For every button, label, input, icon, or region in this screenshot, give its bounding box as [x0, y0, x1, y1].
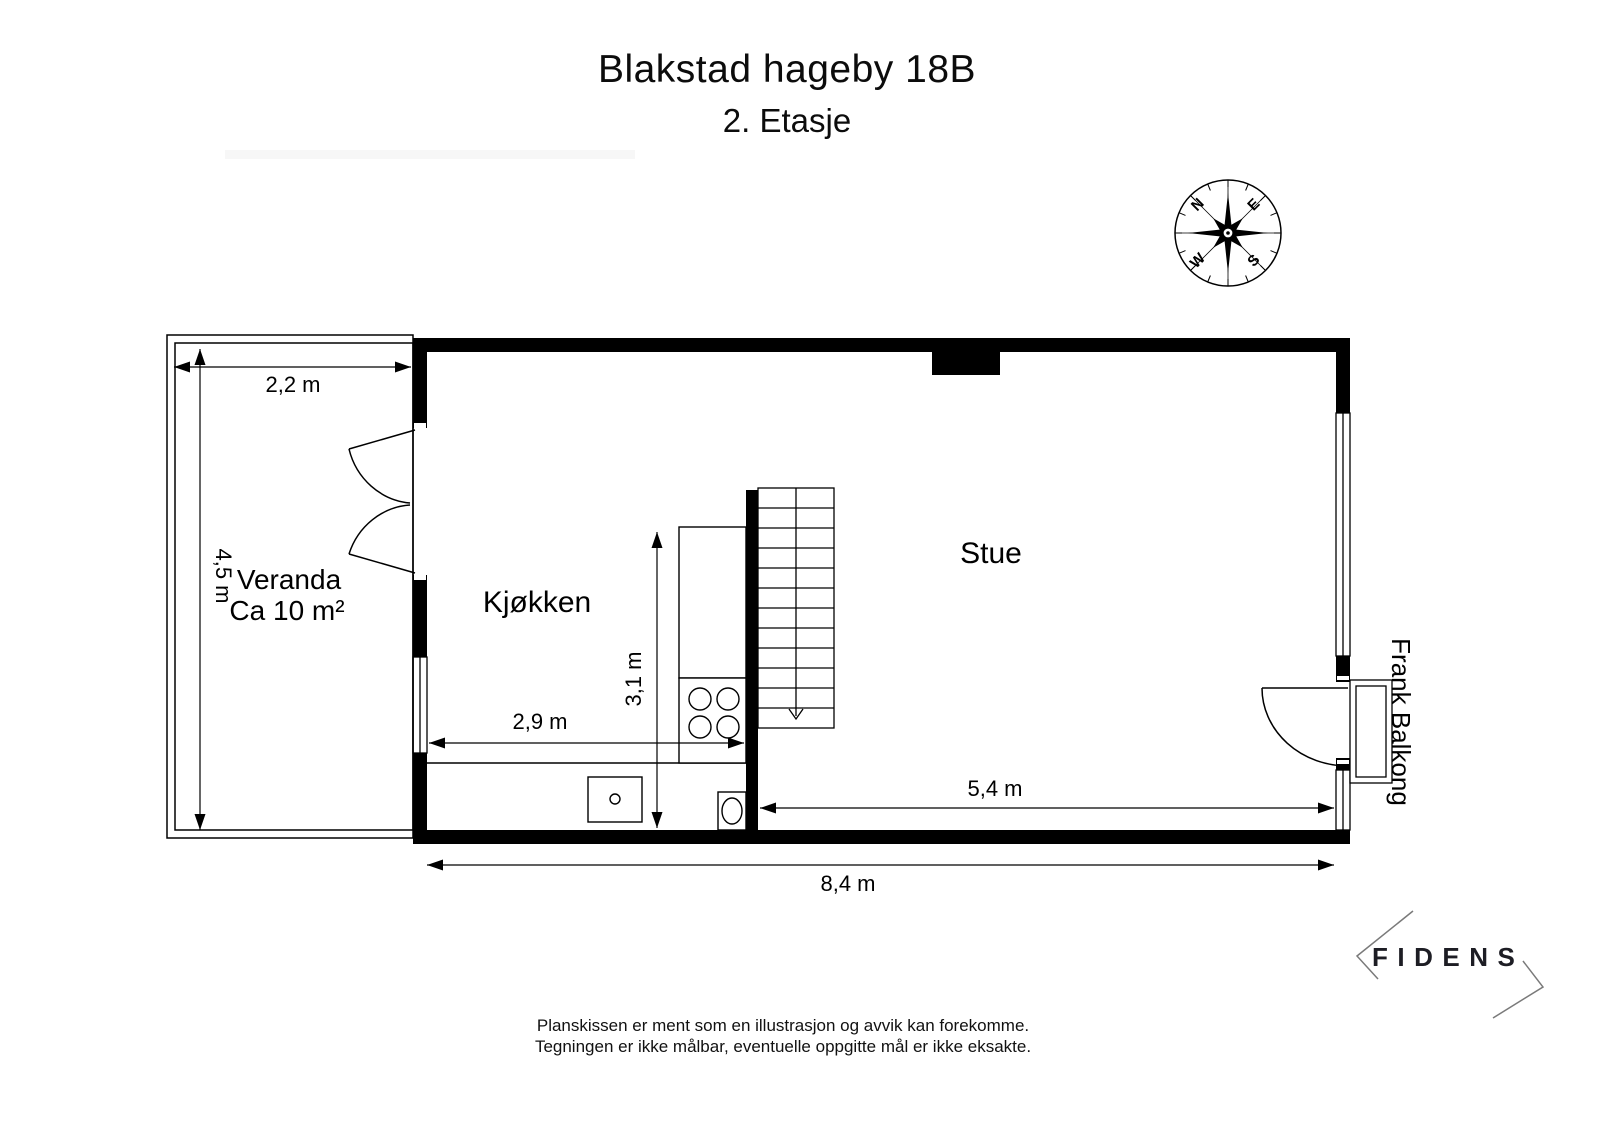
exterior-walls [413, 338, 1350, 844]
sink-drain [609, 793, 621, 805]
compass-hub-dot [1226, 231, 1230, 235]
room-label-kitchen: Kjøkken [483, 586, 591, 619]
balcony-door [1261, 687, 1349, 767]
fidens-logo-chevrons [1355, 910, 1545, 1019]
wall-bottom [413, 830, 1350, 844]
dimension-living-width: 5,4 m [760, 776, 1334, 814]
wall-right-seg [1336, 656, 1350, 682]
wall-left-seg [413, 338, 427, 428]
dim-label-kitchen-depth: 3,1 m [621, 651, 646, 706]
burner [716, 687, 740, 711]
window-kitchen-left [412, 656, 428, 754]
dimension-kitchen-width: 2,9 m [429, 709, 744, 749]
veranda-outline [166, 334, 414, 839]
kitchen-fixtures [427, 526, 747, 831]
stairs-down-arrow [788, 708, 804, 721]
chimney [932, 352, 1000, 375]
window-stue-right-lower [1335, 769, 1351, 831]
dim-label-veranda-depth: 4,5 m [211, 548, 236, 603]
burner [716, 715, 740, 739]
dimensions: 2,2 m 4,5 m 2,9 m 3,1 m [174, 349, 1334, 896]
logo-left-chevron-icon [1355, 910, 1414, 980]
door-sill [414, 575, 426, 580]
dimension-veranda-depth: 4,5 m [194, 349, 236, 830]
compass-west-label: W [1187, 249, 1210, 272]
wall-left-seg [413, 753, 427, 844]
dimension-total-width: 8,4 m [427, 859, 1334, 896]
page-title: Blakstad hageby 18B [597, 48, 977, 91]
door-sill [414, 423, 426, 428]
dimension-veranda-width: 2,2 m [174, 361, 411, 397]
balcony [1349, 679, 1393, 784]
wall-right-seg [1336, 338, 1350, 413]
wall-top [413, 338, 1350, 352]
compass-north-label: N [1188, 195, 1208, 215]
dimension-kitchen-depth: 3,1 m [621, 532, 663, 828]
dim-label-kitchen-width: 2,9 m [512, 709, 567, 734]
dim-label-living-width: 5,4 m [967, 776, 1022, 801]
fidens-logo-text: FIDENS [1372, 942, 1525, 972]
wall-interior [746, 490, 758, 830]
kitchen-cabinet [678, 526, 747, 679]
door-sill [1337, 760, 1349, 764]
faint-artifact [225, 150, 635, 159]
compass-rose: N E S W [1174, 179, 1282, 287]
compass-south-label: S [1244, 251, 1263, 270]
dim-label-total-width: 8,4 m [820, 871, 875, 896]
room-label-living: Stue [960, 537, 1022, 570]
room-label-balcony: Frank Balkong [1386, 638, 1416, 806]
room-label-veranda: Veranda [237, 564, 342, 595]
disclaimer-line-2: Tegningen er ikke målbar, eventuelle opp… [534, 1037, 1032, 1056]
disclaimer-line-1: Planskissen er ment som en illustrasjon … [536, 1016, 1030, 1035]
burner [688, 687, 712, 711]
logo-right-chevron-icon [1492, 960, 1545, 1019]
veranda-french-door [348, 429, 416, 574]
windows [412, 412, 1351, 831]
stairs [757, 487, 835, 729]
window-stue-right-upper [1335, 412, 1351, 657]
door-sill [1337, 676, 1349, 680]
compass-east-label: E [1244, 195, 1263, 214]
burner [688, 715, 712, 739]
page-subtitle: 2. Etasje [722, 102, 852, 139]
appliance-door [721, 797, 743, 825]
dim-label-veranda-width: 2,2 m [265, 372, 320, 397]
disclaimer: Planskissen er ment som en illustrasjon … [0, 1015, 1566, 1057]
room-label-veranda-area: Ca 10 m² [229, 595, 344, 626]
wall-left-seg [413, 575, 427, 657]
